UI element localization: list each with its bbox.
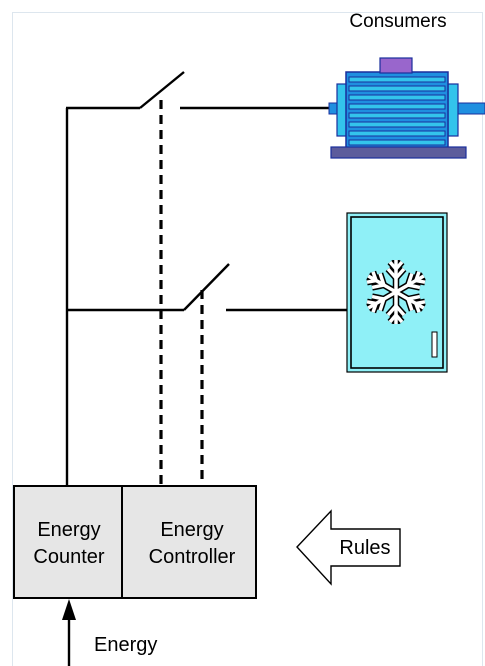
energy-input-arrowhead (62, 599, 76, 620)
motor-body (345, 71, 449, 149)
energy-controller-box (121, 485, 257, 599)
energy-controller-label-line2: Controller (149, 546, 236, 568)
energy-counter-label-line1: Energy (37, 519, 100, 541)
energy-input-label: Energy (94, 634, 157, 656)
motor-shaft-right (457, 102, 485, 115)
page-border (12, 12, 483, 666)
energy-counter-label-line2: Counter (33, 546, 104, 568)
freezer-icon (346, 212, 448, 373)
freezer-handle (431, 331, 438, 358)
energy-controller-label-line1: Energy (160, 519, 223, 541)
motor-endcap-right (447, 83, 459, 137)
motor-icon (328, 57, 485, 159)
consumers-title: Consumers (349, 11, 446, 32)
switch-2-blade (183, 263, 230, 311)
motor-base (330, 146, 467, 159)
rules-arrow (296, 509, 401, 586)
rules-label: Rules (339, 537, 390, 559)
switch-1-blade (139, 71, 185, 109)
motor-shaft-left (328, 102, 338, 115)
motor-terminal-box (379, 57, 413, 74)
snowflake-inner (362, 260, 430, 326)
motor-fins (348, 76, 446, 146)
energy-counter-box (13, 485, 123, 599)
